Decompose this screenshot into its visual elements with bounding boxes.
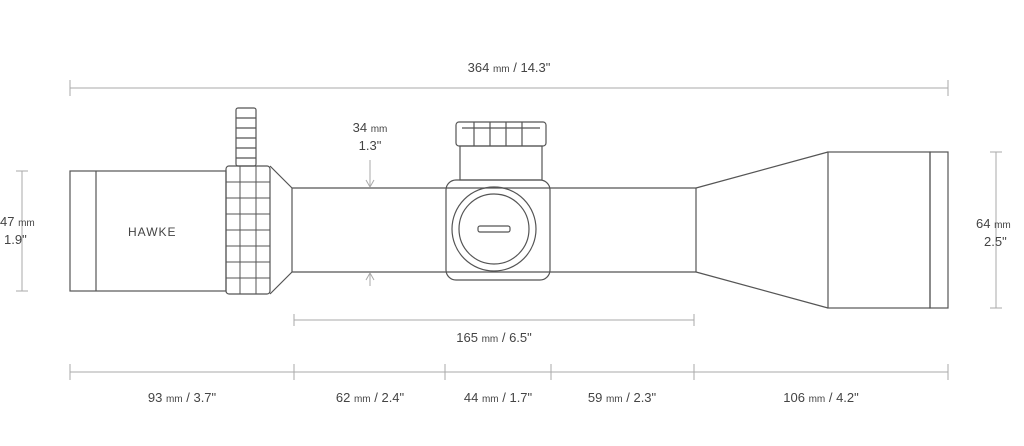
tube-diameter-label: 34 mm 1.3" <box>352 120 388 153</box>
dimension-lines <box>16 80 1002 380</box>
brand-logo: HAWKE <box>128 225 177 239</box>
objective-end <box>929 151 949 309</box>
top-turret-base <box>459 145 543 181</box>
turret-housing <box>445 179 551 281</box>
segment-label: 62 mm / 2.4" <box>335 390 405 405</box>
segment-label: 93 mm / 3.7" <box>147 390 217 405</box>
side-turret-slot <box>477 225 511 233</box>
segment-label: 106 mm / 4.2" <box>783 390 859 405</box>
segment-label: 44 mm / 1.7" <box>463 390 533 405</box>
overall-length-label: 364 mm / 14.3" <box>467 60 551 75</box>
mount-length-label: 165 mm / 6.5" <box>456 330 532 345</box>
objective-diameter-label: 64 mm 2.5" <box>976 216 1011 249</box>
side-turret-inner <box>458 193 530 265</box>
objective-bell <box>695 151 829 309</box>
segment-label: 59 mm / 2.3" <box>587 390 657 405</box>
top-turret-cap <box>455 121 547 147</box>
side-turret-outer <box>451 186 537 272</box>
scope-outline <box>69 107 949 309</box>
eyepiece-diameter-label: 47 mm 1.9" <box>0 214 35 247</box>
objective-body <box>827 151 931 309</box>
focus-ring-grip <box>226 166 270 294</box>
ring-knob <box>235 107 257 167</box>
